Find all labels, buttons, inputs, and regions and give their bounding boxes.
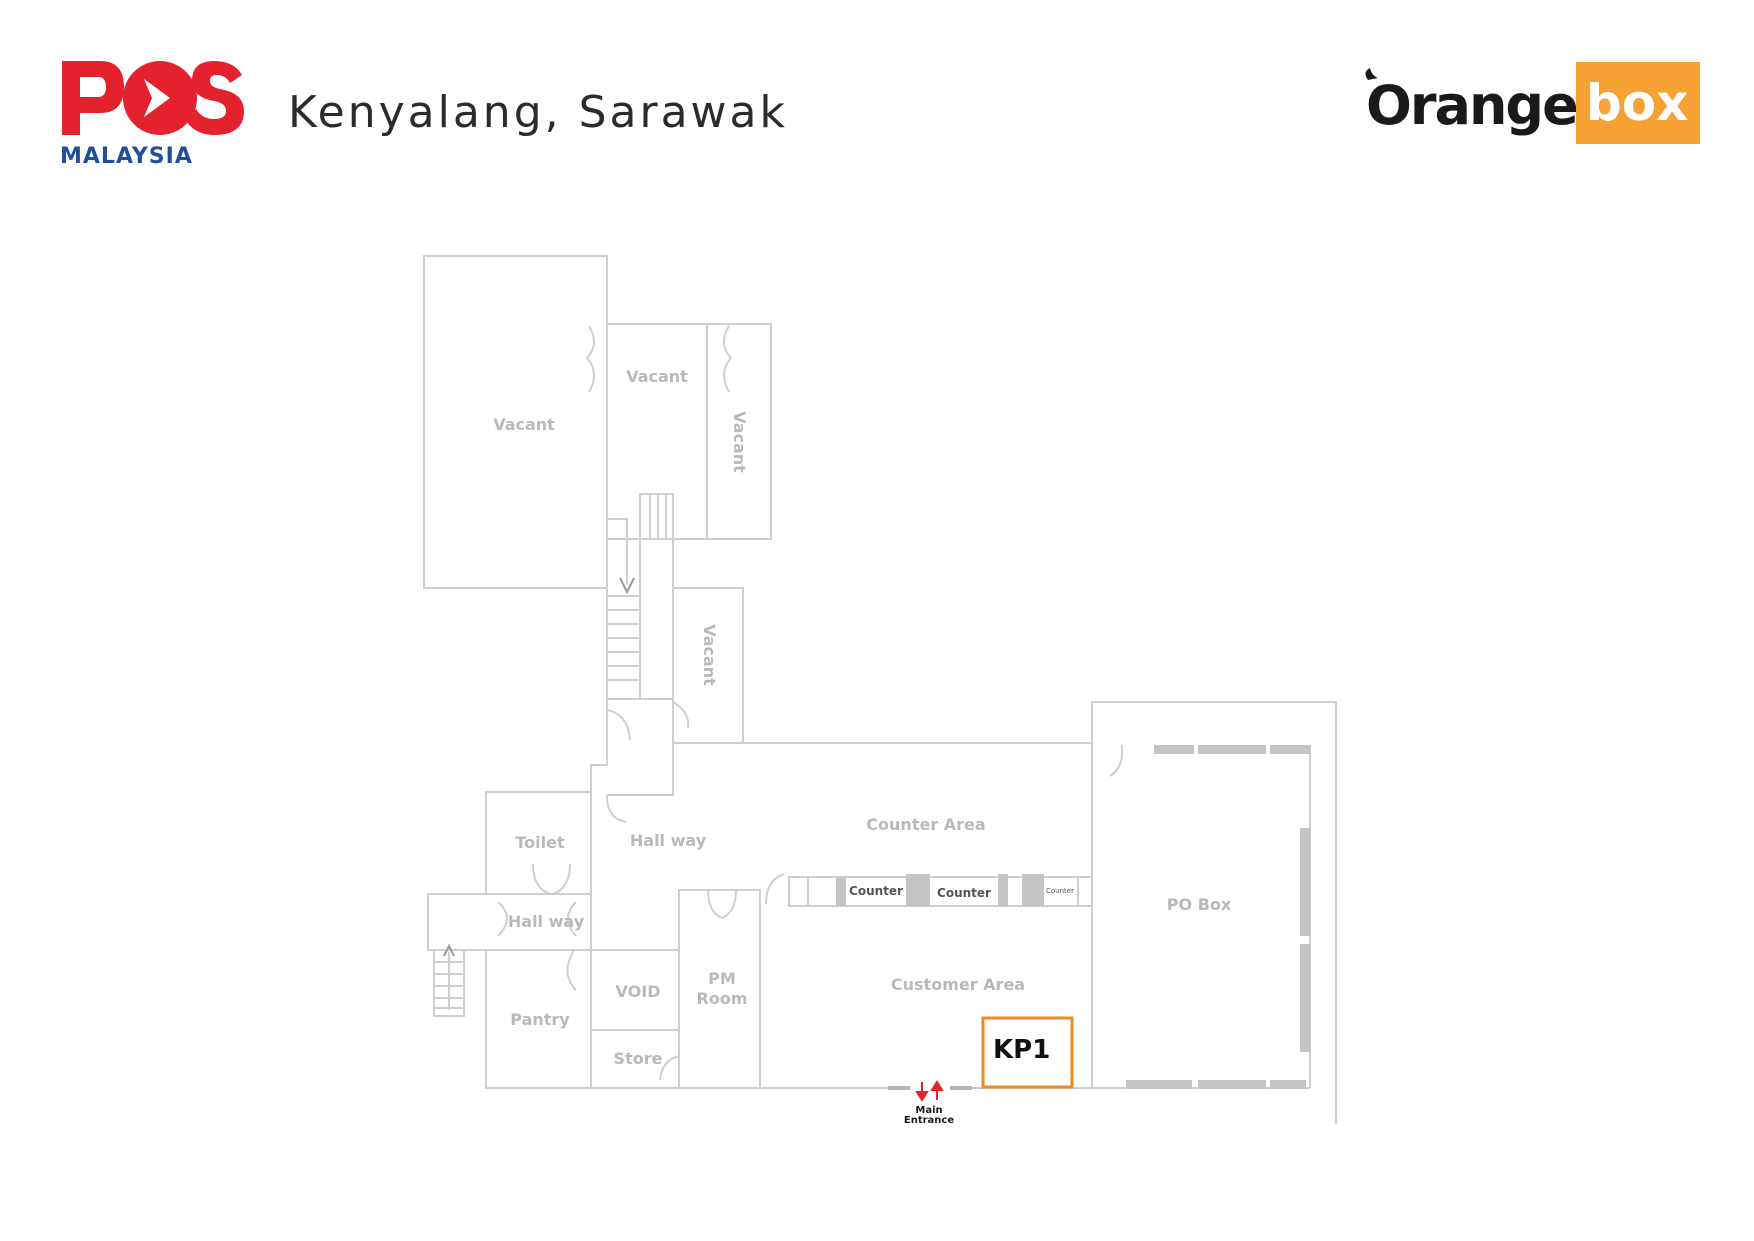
door-stair-bottom xyxy=(606,709,631,741)
door-pantry xyxy=(566,949,577,991)
label-vacant-top: Vacant xyxy=(626,367,688,386)
label-vacant-large: Vacant xyxy=(493,415,555,434)
room-vacant-right-mid xyxy=(672,587,744,744)
label-void: VOID xyxy=(616,982,661,1001)
stairs-lower-arrow-icon xyxy=(443,943,455,957)
label-pm-room-line1: PM xyxy=(708,969,736,988)
label-pantry: Pantry xyxy=(510,1010,570,1029)
shelf-right-2 xyxy=(1300,944,1310,1052)
stairs-upper-top xyxy=(639,493,674,540)
door-hall-connector xyxy=(605,794,627,823)
entrance-arrows-icon xyxy=(915,1080,944,1102)
shelf-top-2 xyxy=(1198,745,1266,754)
lower-hall-walls xyxy=(427,893,487,1088)
entrance-label-line2: Entrance xyxy=(904,1115,954,1126)
stairs-lower xyxy=(433,943,465,1017)
po-box-shelves xyxy=(1126,745,1310,1089)
page-title: Kenyalang, Sarawak xyxy=(288,87,788,139)
label-store: Store xyxy=(614,1049,663,1068)
label-customer-area: Customer Area xyxy=(891,975,1025,994)
room-toilet xyxy=(485,791,592,895)
label-counter-2: Counter xyxy=(937,886,991,900)
walls xyxy=(423,255,1337,1124)
po-box-outer xyxy=(1091,701,1337,1124)
door-vacant-top-right xyxy=(723,325,733,393)
orangebox-logo-box xyxy=(1576,62,1700,144)
shelf-bottom-1 xyxy=(1126,1080,1192,1089)
hall-connector xyxy=(590,699,608,1088)
counter-block-4 xyxy=(1022,874,1044,906)
door-toilet-left xyxy=(532,863,551,895)
kiosk-kp1-marker: KP1 xyxy=(981,1016,1074,1089)
label-toilet: Toilet xyxy=(515,833,565,852)
door-counter xyxy=(765,873,785,905)
door-lower-hall-left xyxy=(497,901,508,937)
entrance-label-line1: Main xyxy=(915,1105,942,1116)
shelf-top-3 xyxy=(1270,745,1310,754)
orangebox-logo-text-a: Orange xyxy=(1366,74,1577,137)
shelf-bottom-2 xyxy=(1198,1080,1266,1089)
main-entrance: Main Entrance xyxy=(888,1080,972,1126)
pos-malaysia-logo: MALAYSIA xyxy=(60,61,244,169)
label-hallway-lower: Hall way xyxy=(508,912,585,931)
label-vacant-right-mid: Vacant xyxy=(700,624,719,686)
counter-block-2 xyxy=(906,874,930,906)
door-vacant-top-left xyxy=(585,325,595,393)
orangebox-logo: Orange box xyxy=(1365,62,1700,144)
orangebox-logo-text-b: box xyxy=(1586,74,1688,132)
door-po-box xyxy=(1109,744,1124,777)
counter-row xyxy=(788,876,1093,907)
room-vacant-right-top xyxy=(706,323,772,540)
room-labels: Vacant Vacant Vacant Vacant Toilet Hall … xyxy=(493,367,1232,1068)
hall-connector-right xyxy=(607,699,674,796)
counter-block-3 xyxy=(998,874,1008,906)
pos-logo-subtext: MALAYSIA xyxy=(60,144,193,169)
door-stair-right xyxy=(672,701,690,729)
counter-block-1 xyxy=(836,877,846,906)
label-counter-1: Counter xyxy=(849,884,903,898)
door-store xyxy=(659,1055,680,1081)
label-hallway-upper: Hall way xyxy=(630,831,707,850)
room-pm xyxy=(678,889,761,1089)
door-pm-left xyxy=(707,889,723,919)
kiosk-kp1-box xyxy=(981,1016,1074,1089)
orangebox-leaf-icon xyxy=(1365,68,1378,80)
stairs-down-arrow-icon xyxy=(619,577,635,595)
shelf-top-1 xyxy=(1154,745,1194,754)
counter-blocks xyxy=(836,874,1044,906)
door-toilet-right xyxy=(552,863,571,895)
shelf-right-1 xyxy=(1300,828,1310,936)
label-vacant-right-top: Vacant xyxy=(730,411,749,473)
label-counter-area: Counter Area xyxy=(866,815,985,834)
stairs-upper xyxy=(607,493,674,699)
door-lower-hall-right xyxy=(567,901,577,937)
pos-logo-mark xyxy=(62,61,244,135)
label-pm-room-line2: Room xyxy=(697,989,748,1008)
label-po-box: PO Box xyxy=(1167,895,1232,914)
label-counter-3: Counter xyxy=(1046,887,1074,895)
counter-labels: Counter Counter Counter xyxy=(849,884,1074,900)
shelf-bottom-3 xyxy=(1270,1080,1306,1089)
doors xyxy=(497,325,1124,1081)
door-pm-right xyxy=(721,889,737,919)
kiosk-kp1-label: KP1 xyxy=(993,1035,1050,1065)
